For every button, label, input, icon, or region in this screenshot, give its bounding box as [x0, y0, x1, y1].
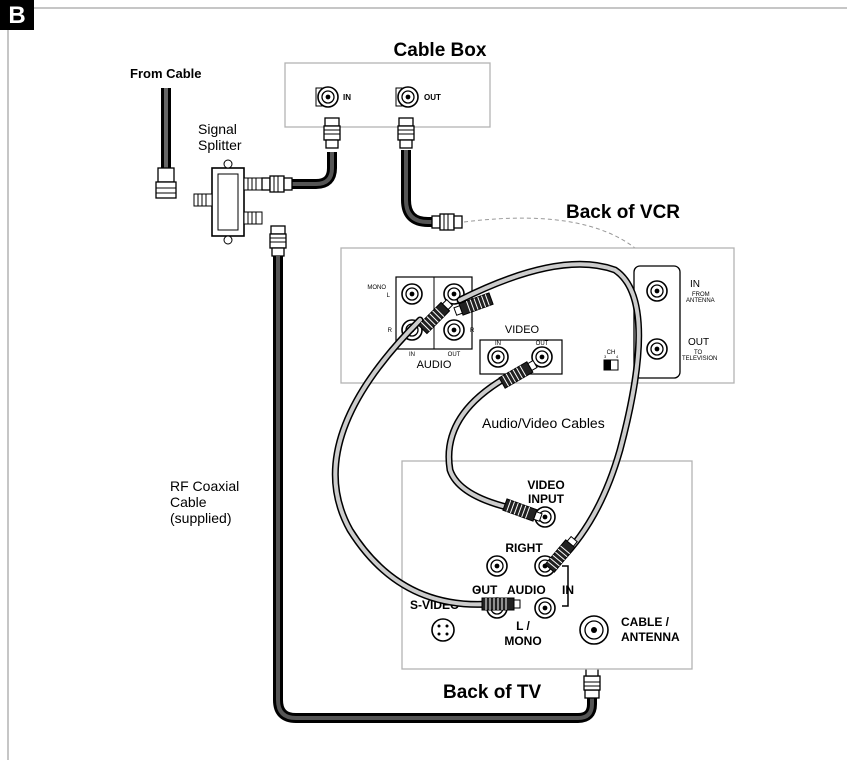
cable-box-out-label: OUT — [424, 93, 441, 102]
vcr-ch-3-label: 3 — [604, 354, 607, 359]
vcr-ant-in-sub1: FROM — [692, 292, 710, 298]
cable-box-title: Cable Box — [394, 40, 487, 61]
vcr-ch-4-label: 4 — [616, 354, 619, 359]
figure-badge: B — [0, 0, 34, 30]
vcr-ant-out-sub2: TELEVISION — [682, 356, 717, 362]
vcr-audio-in-label: IN — [409, 352, 415, 358]
vcr-audio-out-label: OUT — [448, 352, 461, 358]
tv-cable-antenna-line2: ANTENNA — [621, 630, 680, 644]
tv-in-label: IN — [562, 583, 574, 597]
vcr-audio-label: AUDIO — [417, 359, 452, 371]
cablebox-to-vcr-cable — [397, 117, 651, 263]
rf-cable-label-line3: (supplied) — [170, 510, 231, 526]
rf-cable-label-line1: RF Coaxial — [170, 478, 239, 494]
incoming-cable — [155, 88, 177, 199]
svg-text:B: B — [8, 2, 25, 29]
av-cables-label: Audio/Video Cables — [482, 415, 605, 431]
av-cables — [331, 260, 643, 608]
tv-out-label: OUT — [472, 583, 498, 597]
s-video-jack — [431, 618, 455, 642]
vcr-video-out-label: OUT — [536, 341, 549, 347]
vcr-r-left-label: R — [388, 328, 393, 334]
rf-cable-label-line2: Cable — [170, 494, 207, 510]
tv-antenna-jack — [579, 615, 609, 645]
vcr-ant-out-sub1: TO — [694, 350, 703, 356]
tv-right-label: RIGHT — [505, 541, 543, 555]
cable-box-out-jack — [395, 86, 419, 108]
tv-audio-label: AUDIO — [507, 583, 546, 597]
cable-box — [284, 62, 491, 128]
vcr-mono-label: MONO — [367, 285, 386, 291]
tv-l-mono-line2: MONO — [504, 634, 541, 648]
tv-l-mono-line1: L / — [516, 619, 530, 633]
signal-splitter — [193, 159, 263, 245]
vcr-ant-in-label: IN — [690, 279, 700, 290]
vcr-ant-in-sub2: ANTENNA — [686, 298, 715, 304]
splitter-label-line1: Signal — [198, 121, 237, 137]
cable-box-in-jack — [315, 86, 339, 108]
tv-video-input-line2: INPUT — [528, 492, 565, 506]
vcr-ch-label: CH — [607, 350, 616, 356]
vcr-l-left-label: L — [387, 293, 391, 299]
vcr-video-label: VIDEO — [505, 324, 540, 336]
tv-cable-antenna-line1: CABLE / — [621, 615, 670, 629]
tv-title: Back of TV — [443, 682, 542, 703]
from-cable-label: From Cable — [130, 66, 202, 81]
splitter-to-cablebox-cable — [261, 117, 341, 193]
tv-video-input-line1: VIDEO — [527, 478, 564, 492]
vcr-r-right-label: R — [470, 328, 475, 334]
vcr-video-in-label: IN — [495, 341, 501, 347]
cable-box-in-label: IN — [343, 93, 351, 102]
vcr-ant-out-label: OUT — [688, 337, 709, 348]
vcr-panel — [340, 247, 735, 384]
splitter-label-line2: Splitter — [198, 137, 242, 153]
vcr-title: Back of VCR — [566, 202, 680, 223]
